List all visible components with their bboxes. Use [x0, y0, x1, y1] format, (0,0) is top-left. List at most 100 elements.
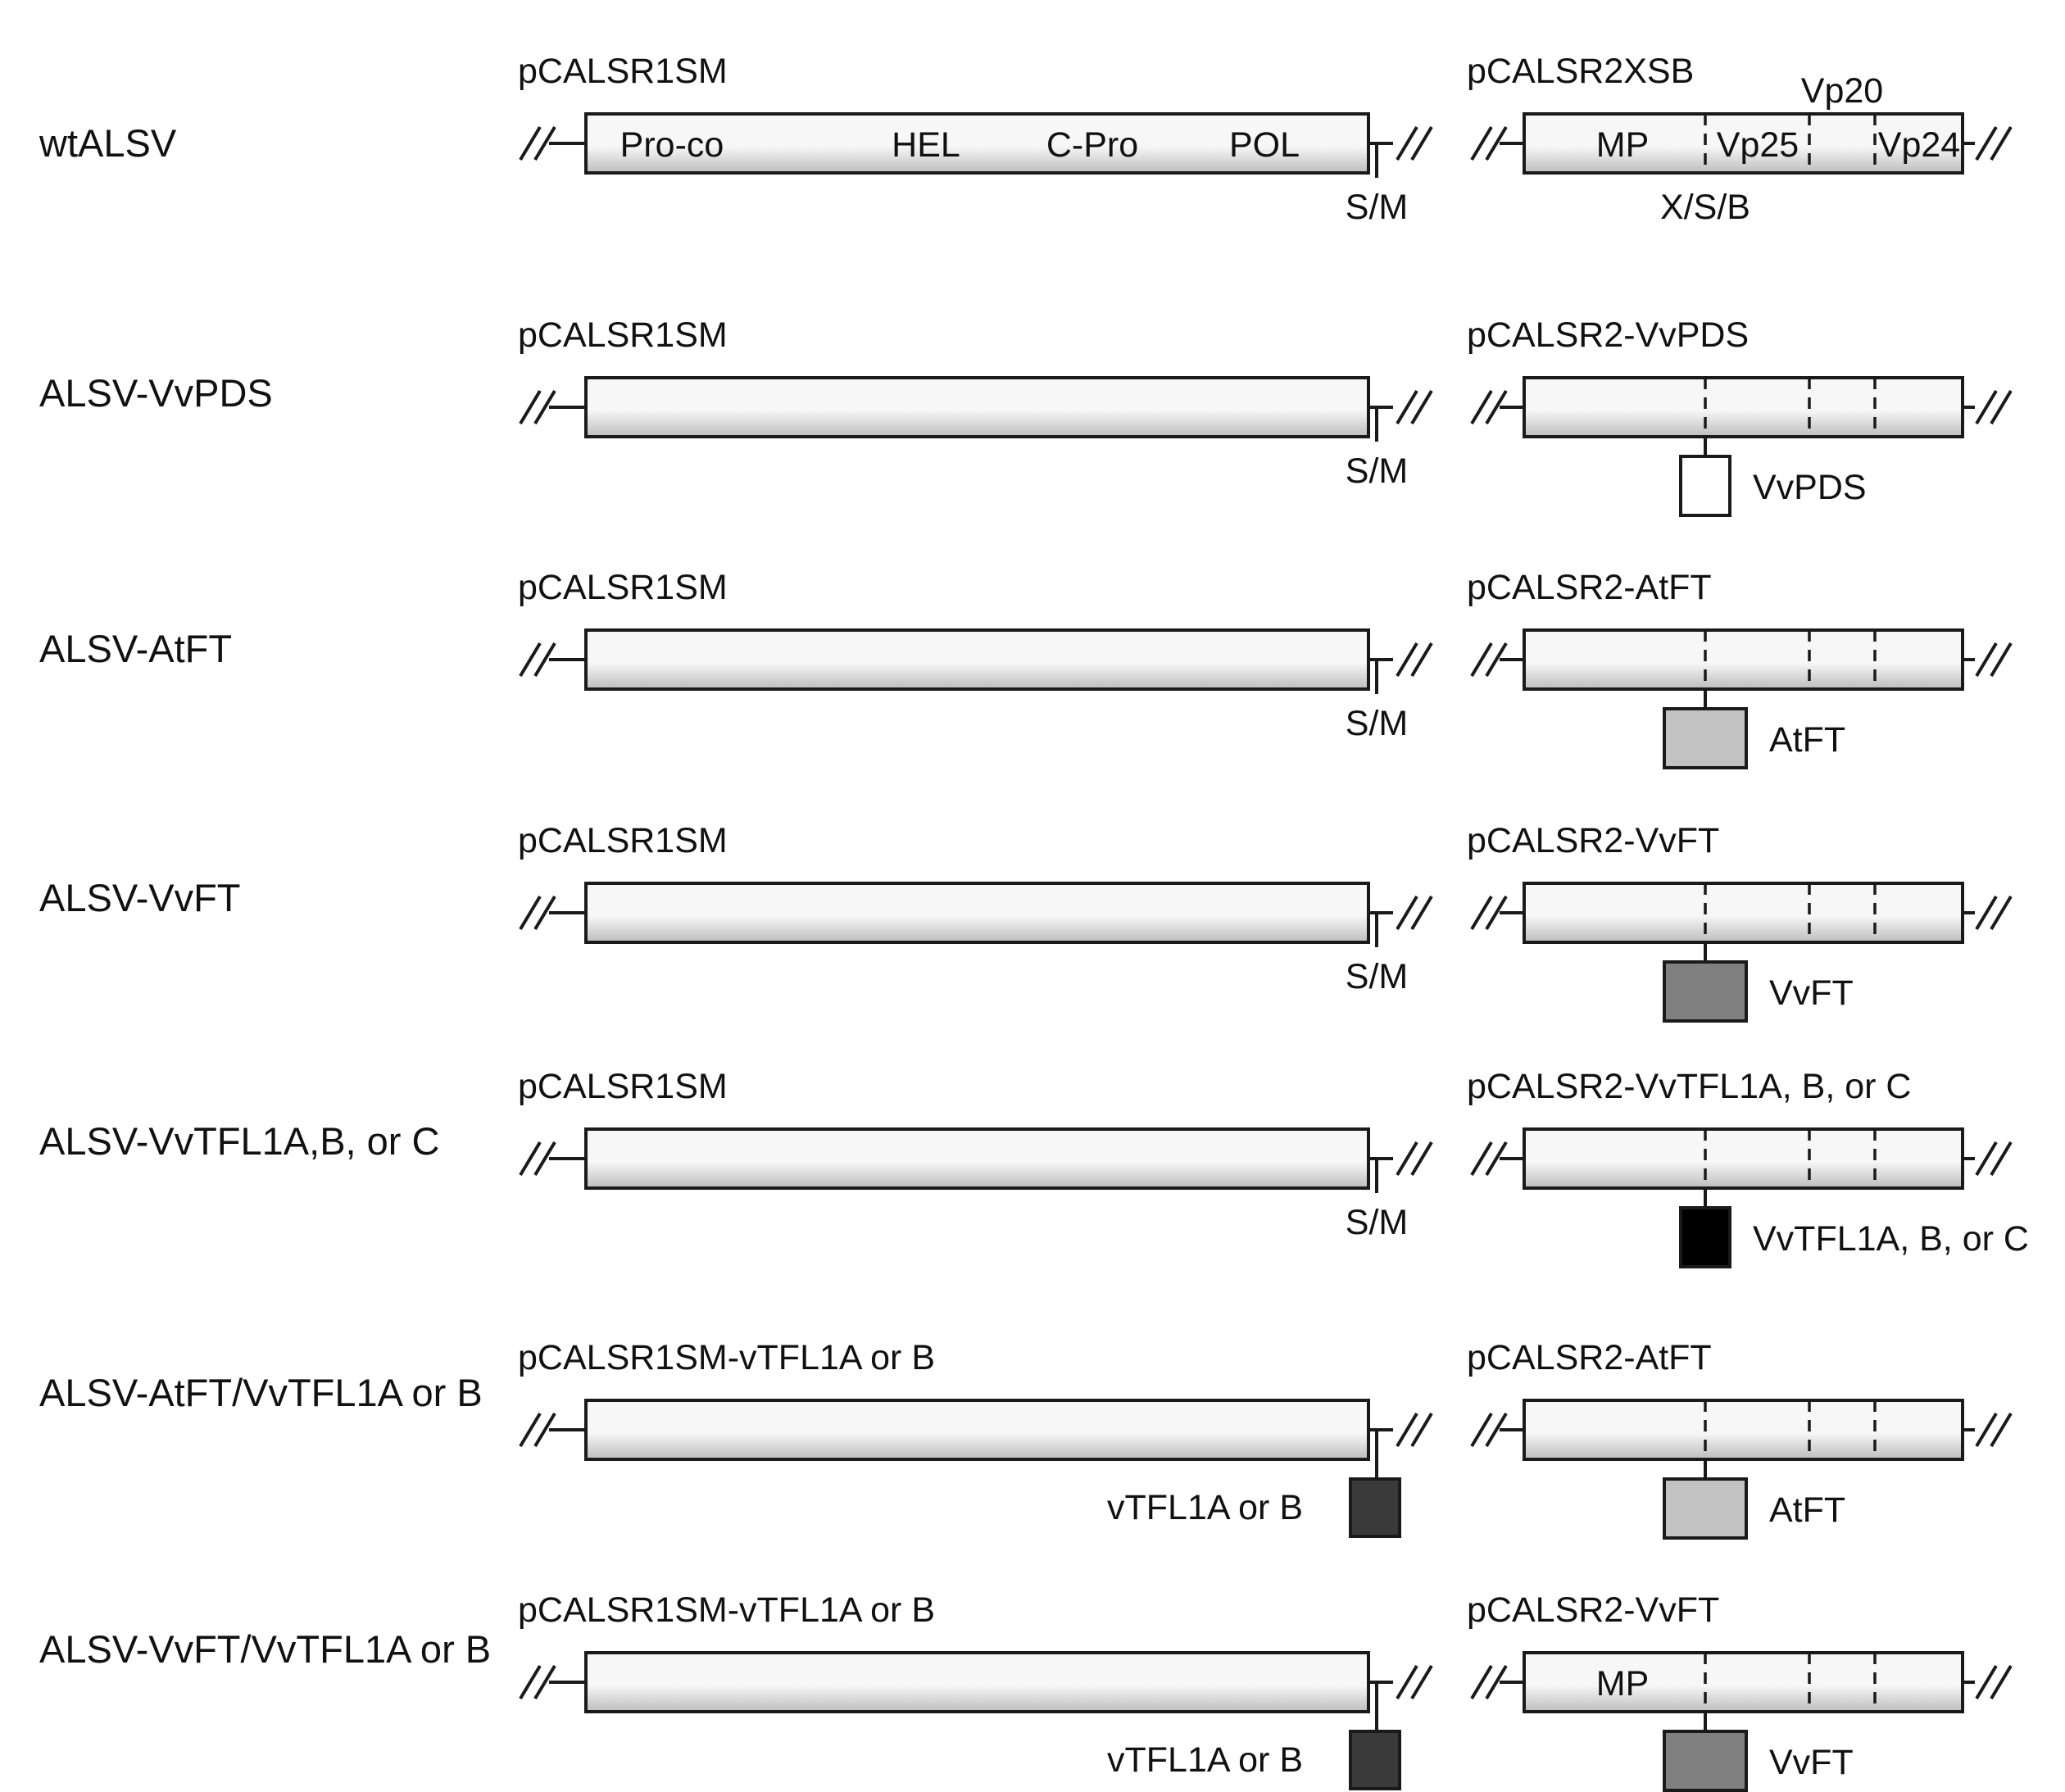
rna1-right-break-mark	[1410, 389, 1433, 425]
rna2-left-break-mark	[1485, 389, 1508, 425]
rna1-right-break-mark	[1396, 389, 1418, 425]
rna2-bar	[1523, 1399, 1964, 1461]
rna1-plasmid-label: pCALSR1SM	[518, 52, 728, 91]
rna1-left-break-mark	[519, 1664, 542, 1700]
rna2-plasmid-label: pCALSR2-AtFT	[1467, 568, 1712, 607]
rna1-left-break-mark	[533, 1664, 556, 1700]
rna1-right-break-mark	[1396, 895, 1418, 931]
rna1-right-break-mark	[1410, 1412, 1433, 1448]
rna1-right-break-mark	[1410, 895, 1433, 931]
rna1-left-break-mark	[519, 1141, 542, 1177]
rna1-left-break-mark	[533, 895, 556, 931]
rna1-domain-label: C-Pro	[1046, 125, 1138, 165]
row-label: ALSV-VvFT	[39, 876, 241, 919]
rna2-plasmid-label: pCALSR2-AtFT	[1467, 1338, 1712, 1377]
rna1-left-break-mark	[533, 125, 556, 161]
rna1-insert-label: vTFL1A or B	[1107, 1740, 1303, 1780]
rna2-right-break-mark	[1990, 125, 2013, 161]
rna1-plasmid-label: pCALSR1SM	[518, 315, 728, 355]
rna2-left-break-mark	[1485, 1141, 1508, 1177]
rna2-plasmid-label: pCALSR2-VvTFL1A, B, or C	[1467, 1067, 1911, 1106]
rna2-domain-label: MP	[1596, 1664, 1650, 1704]
rna2-bar	[1523, 628, 1964, 691]
rna2-site-label: X/S/B	[1660, 188, 1750, 227]
rna2-insert-label: AtFT	[1769, 720, 1845, 760]
construct-row: ALSV-AtFT pCALSR1SM S/M pCALSR2-AtFT AtFT	[39, 568, 2013, 769]
rna1-bar	[584, 882, 1370, 944]
rna1-plasmid-label: pCALSR1SM	[518, 1067, 728, 1106]
rna1-left-break-mark	[533, 1412, 556, 1448]
rna1-left-break-mark	[519, 895, 542, 931]
rna1-bar	[584, 376, 1370, 438]
rna2-right-break-mark	[1975, 1664, 1998, 1700]
rna1-site-label: S/M	[1346, 451, 1408, 491]
rna2-left-break-mark	[1485, 125, 1508, 161]
rna2-bar	[1523, 1127, 1964, 1190]
rna2-plasmid-label: pCALSR2XSB	[1467, 52, 1694, 91]
rna1-plasmid-label: pCALSR1SM	[518, 821, 728, 860]
rna2-insert-box	[1679, 1206, 1731, 1268]
rna1-bar	[584, 1127, 1370, 1190]
rna2-domain-label: MP	[1596, 125, 1650, 165]
rna1-plasmid-label: pCALSR1SM-vTFL1A or B	[518, 1590, 935, 1630]
rna2-left-break-mark	[1470, 1412, 1493, 1448]
rna1-bar	[584, 112, 1370, 175]
rna2-right-break-mark	[1990, 642, 2013, 678]
rna1-left-break-mark	[519, 125, 542, 161]
rna1-plasmid-label: pCALSR1SM	[518, 568, 728, 607]
rna2-left-break-mark	[1470, 642, 1493, 678]
rna2-left-break-mark	[1485, 1412, 1508, 1448]
rna2-bar	[1523, 1651, 1964, 1713]
rna2-insert-label: AtFT	[1769, 1490, 1845, 1530]
row-label: ALSV-AtFT	[39, 627, 232, 670]
rna1-bar	[584, 1651, 1370, 1713]
rna1-site-label: S/M	[1346, 704, 1408, 743]
rna2-bar	[1523, 112, 1964, 175]
rna2-right-break-mark	[1975, 642, 1998, 678]
rna2-left-break-mark	[1485, 895, 1508, 931]
rna1-insert-box	[1349, 1477, 1401, 1538]
rna2-domain-label: Vp24	[1878, 125, 1960, 165]
construct-row: ALSV-VvTFL1A,B, or C pCALSR1SM S/M pCALSR2-…	[39, 1067, 2029, 1268]
rna1-domain-label: POL	[1229, 125, 1300, 165]
rna2-plasmid-label: pCALSR2-VvFT	[1467, 1590, 1719, 1630]
rna2-insert-box	[1663, 1730, 1748, 1792]
rna2-right-break-mark	[1975, 1412, 1998, 1448]
rna1-domain-label: HEL	[892, 125, 960, 165]
rna2-insert-label: VvFT	[1769, 1743, 1854, 1782]
rna1-left-break-mark	[533, 642, 556, 678]
rna1-right-break-mark	[1410, 1664, 1433, 1700]
rna1-right-break-mark	[1396, 1664, 1418, 1700]
rna2-left-break-mark	[1470, 389, 1493, 425]
row-label: ALSV-VvTFL1A,B, or C	[39, 1119, 439, 1163]
rna2-plasmid-label: pCALSR2-VvFT	[1467, 821, 1719, 860]
rna1-bar	[584, 1399, 1370, 1461]
rna2-insert-box	[1663, 960, 1748, 1023]
rna1-bar	[584, 628, 1370, 691]
rna2-insert-box	[1679, 455, 1731, 517]
rna2-left-break-mark	[1470, 1141, 1493, 1177]
rna2-left-break-mark	[1470, 125, 1493, 161]
rna2-insert-label: VvFT	[1769, 973, 1854, 1013]
rna1-left-break-mark	[519, 1412, 542, 1448]
rna1-site-label: S/M	[1346, 1203, 1408, 1242]
rna1-right-break-mark	[1396, 642, 1418, 678]
rna2-right-break-mark	[1990, 1141, 2013, 1177]
rna1-right-break-mark	[1396, 1141, 1418, 1177]
rna2-right-break-mark	[1990, 1412, 2013, 1448]
rna2-right-break-mark	[1975, 125, 1998, 161]
rna1-insert-box	[1349, 1730, 1401, 1790]
rna2-right-break-mark	[1975, 1141, 1998, 1177]
rna2-insert-box	[1663, 1477, 1748, 1540]
row-label: ALSV-VvFT/VvTFL1A or B	[39, 1627, 491, 1671]
rna1-left-break-mark	[533, 1141, 556, 1177]
rna2-insert-label: VvPDS	[1753, 468, 1867, 507]
rna1-site-label: S/M	[1346, 188, 1408, 227]
rna1-right-break-mark	[1410, 1141, 1433, 1177]
rna2-insert-label: VvTFL1A, B, or C	[1753, 1219, 2029, 1259]
